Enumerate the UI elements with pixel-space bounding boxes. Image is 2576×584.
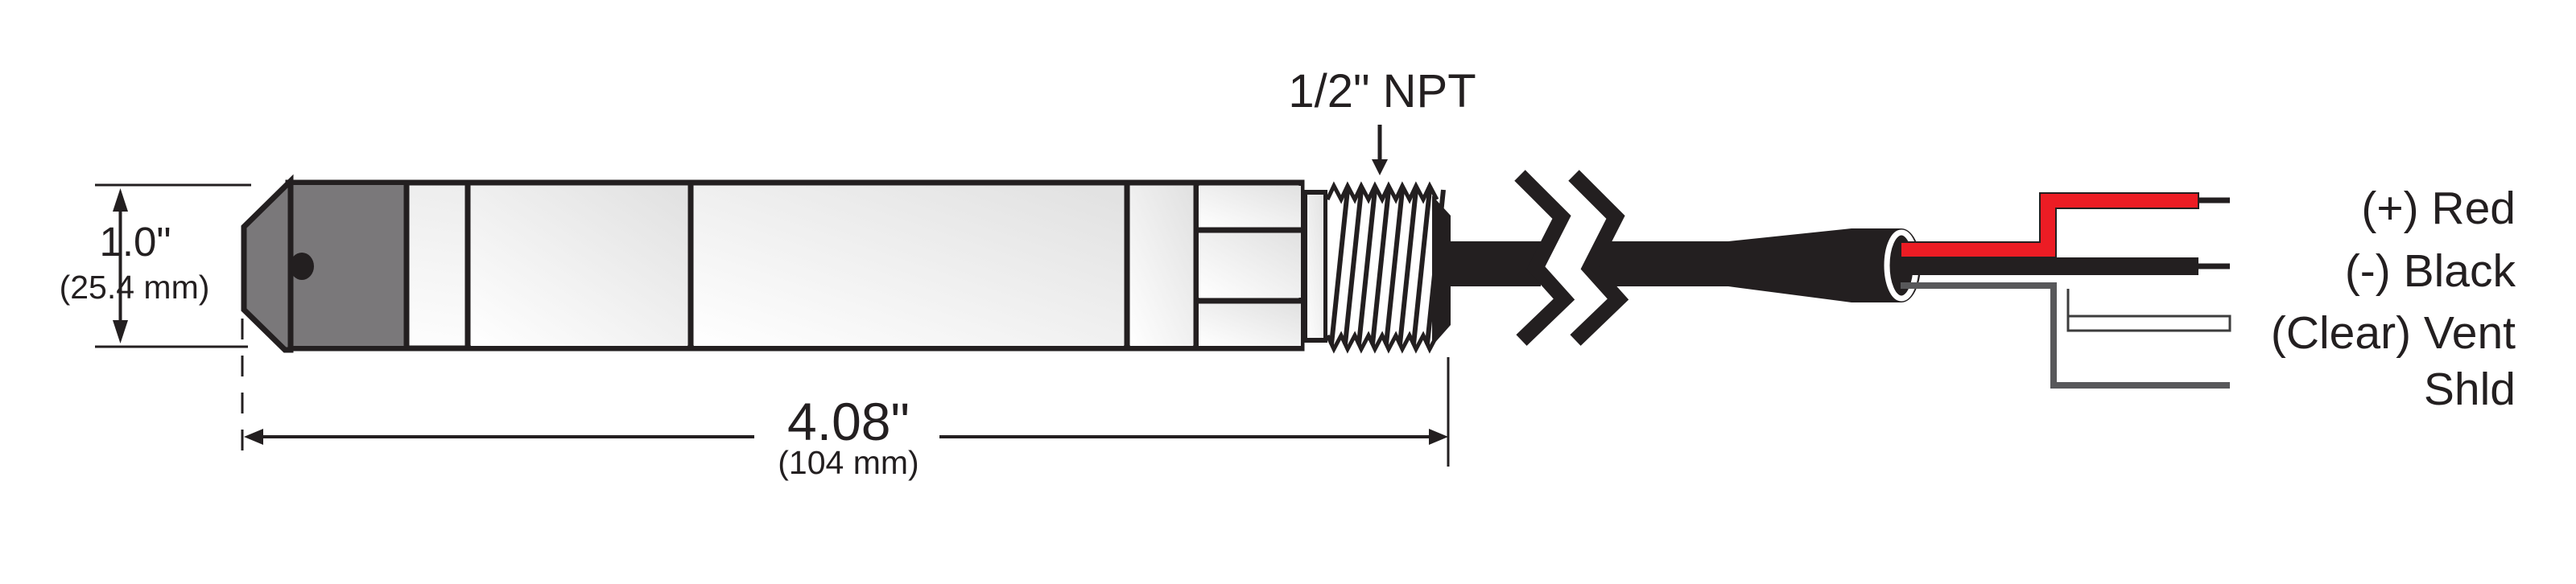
- sensor-port-dot-icon: [290, 253, 314, 280]
- thread-crest-top: [1325, 181, 1439, 204]
- vent-tube: [2066, 315, 2231, 332]
- nose-tip: [241, 174, 294, 353]
- arrow-down-icon: [1372, 159, 1388, 175]
- hex-flat: [1199, 232, 1301, 298]
- hex-flat: [1199, 186, 1301, 228]
- cable: [1450, 170, 1921, 346]
- wire-legend: (+) Red (-) Black (Clear) Vent Shld: [2271, 183, 2516, 415]
- wire-vent: [2066, 289, 2231, 332]
- shield-wire: [1901, 282, 2230, 389]
- wire-label-shield: Shld: [2424, 364, 2516, 415]
- hex-flat: [1199, 302, 1301, 346]
- red-wire: [1900, 192, 2199, 258]
- wire-label-red: (+) Red: [2361, 183, 2516, 234]
- npt-label: 1/2" NPT: [1288, 65, 1476, 117]
- body-segment: [1130, 186, 1193, 346]
- length-dimension: 4.08" (104 mm): [241, 319, 1450, 481]
- arrow-left-icon: [244, 429, 263, 445]
- sensor-body: [241, 174, 1328, 353]
- cable-right-segment: [1597, 241, 1729, 286]
- black-wire: [1901, 257, 2198, 275]
- body-segment: [471, 186, 687, 346]
- thread-crest-bottom: [1325, 331, 1439, 354]
- wire-label-vent: (Clear) Vent: [2271, 307, 2516, 359]
- hex-nut-section: [1199, 186, 1301, 346]
- wire-positive-red: [1900, 192, 2230, 258]
- arrow-right-icon: [1429, 429, 1448, 445]
- length-inches-label: 4.08": [787, 392, 910, 451]
- wire-negative-black: [1901, 257, 2230, 275]
- npt-threads: [1325, 181, 1451, 354]
- wire-shield: [1901, 282, 2230, 389]
- npt-callout: 1/2" NPT: [1288, 65, 1476, 175]
- arrow-up-icon: [113, 188, 128, 212]
- thread-taper-end: [1432, 195, 1451, 346]
- cable-end-boot: [1728, 228, 1921, 302]
- cable-left-segment: [1450, 241, 1541, 286]
- height-inches-label: 1.0": [99, 219, 171, 265]
- thread-collar: [1302, 190, 1328, 343]
- arrow-down-icon: [113, 320, 128, 343]
- length-mm-label: (104 mm): [778, 444, 919, 481]
- body-segment: [694, 186, 1124, 346]
- height-mm-label: (25.4 mm): [60, 269, 210, 306]
- cable-break-icon: [1568, 170, 1629, 346]
- wire-label-black: (-) Black: [2345, 245, 2516, 297]
- cable-break-icon: [1514, 170, 1575, 346]
- height-dimension: 1.0" (25.4 mm): [60, 183, 251, 348]
